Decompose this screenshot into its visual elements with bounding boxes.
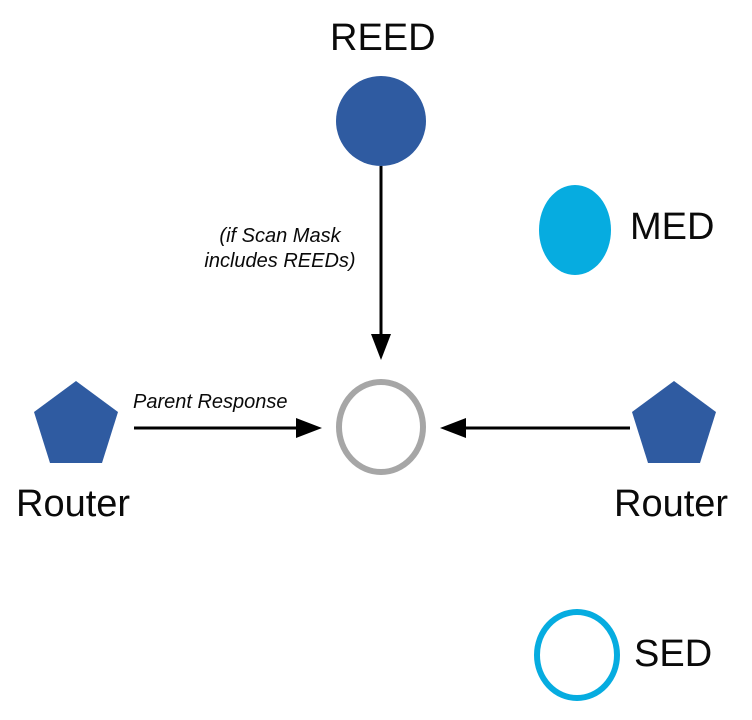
med-node-circle[interactable] — [538, 184, 612, 276]
node-label-med: MED — [630, 206, 715, 248]
joining-device-node-circle[interactable] — [333, 377, 429, 477]
reed-node-circle[interactable] — [335, 75, 427, 167]
arrow-router-left-to-center — [134, 418, 322, 438]
node-label-sed: SED — [634, 633, 713, 675]
node-label-reed: REED — [330, 17, 436, 59]
node-label-router-right: Router — [614, 483, 729, 525]
sed-node-circle[interactable] — [532, 607, 622, 703]
edge-label-scan-mask: (if Scan Mask includes REEDs) — [204, 225, 356, 272]
node-label-router-left: Router — [16, 483, 131, 525]
arrow-reed-to-center — [371, 166, 391, 360]
router-left-node-pentagon[interactable] — [32, 379, 120, 467]
router-right-node-pentagon[interactable] — [630, 379, 718, 467]
edge-label-parent-response: Parent Response — [133, 391, 288, 413]
arrow-router-right-to-center — [440, 418, 630, 438]
